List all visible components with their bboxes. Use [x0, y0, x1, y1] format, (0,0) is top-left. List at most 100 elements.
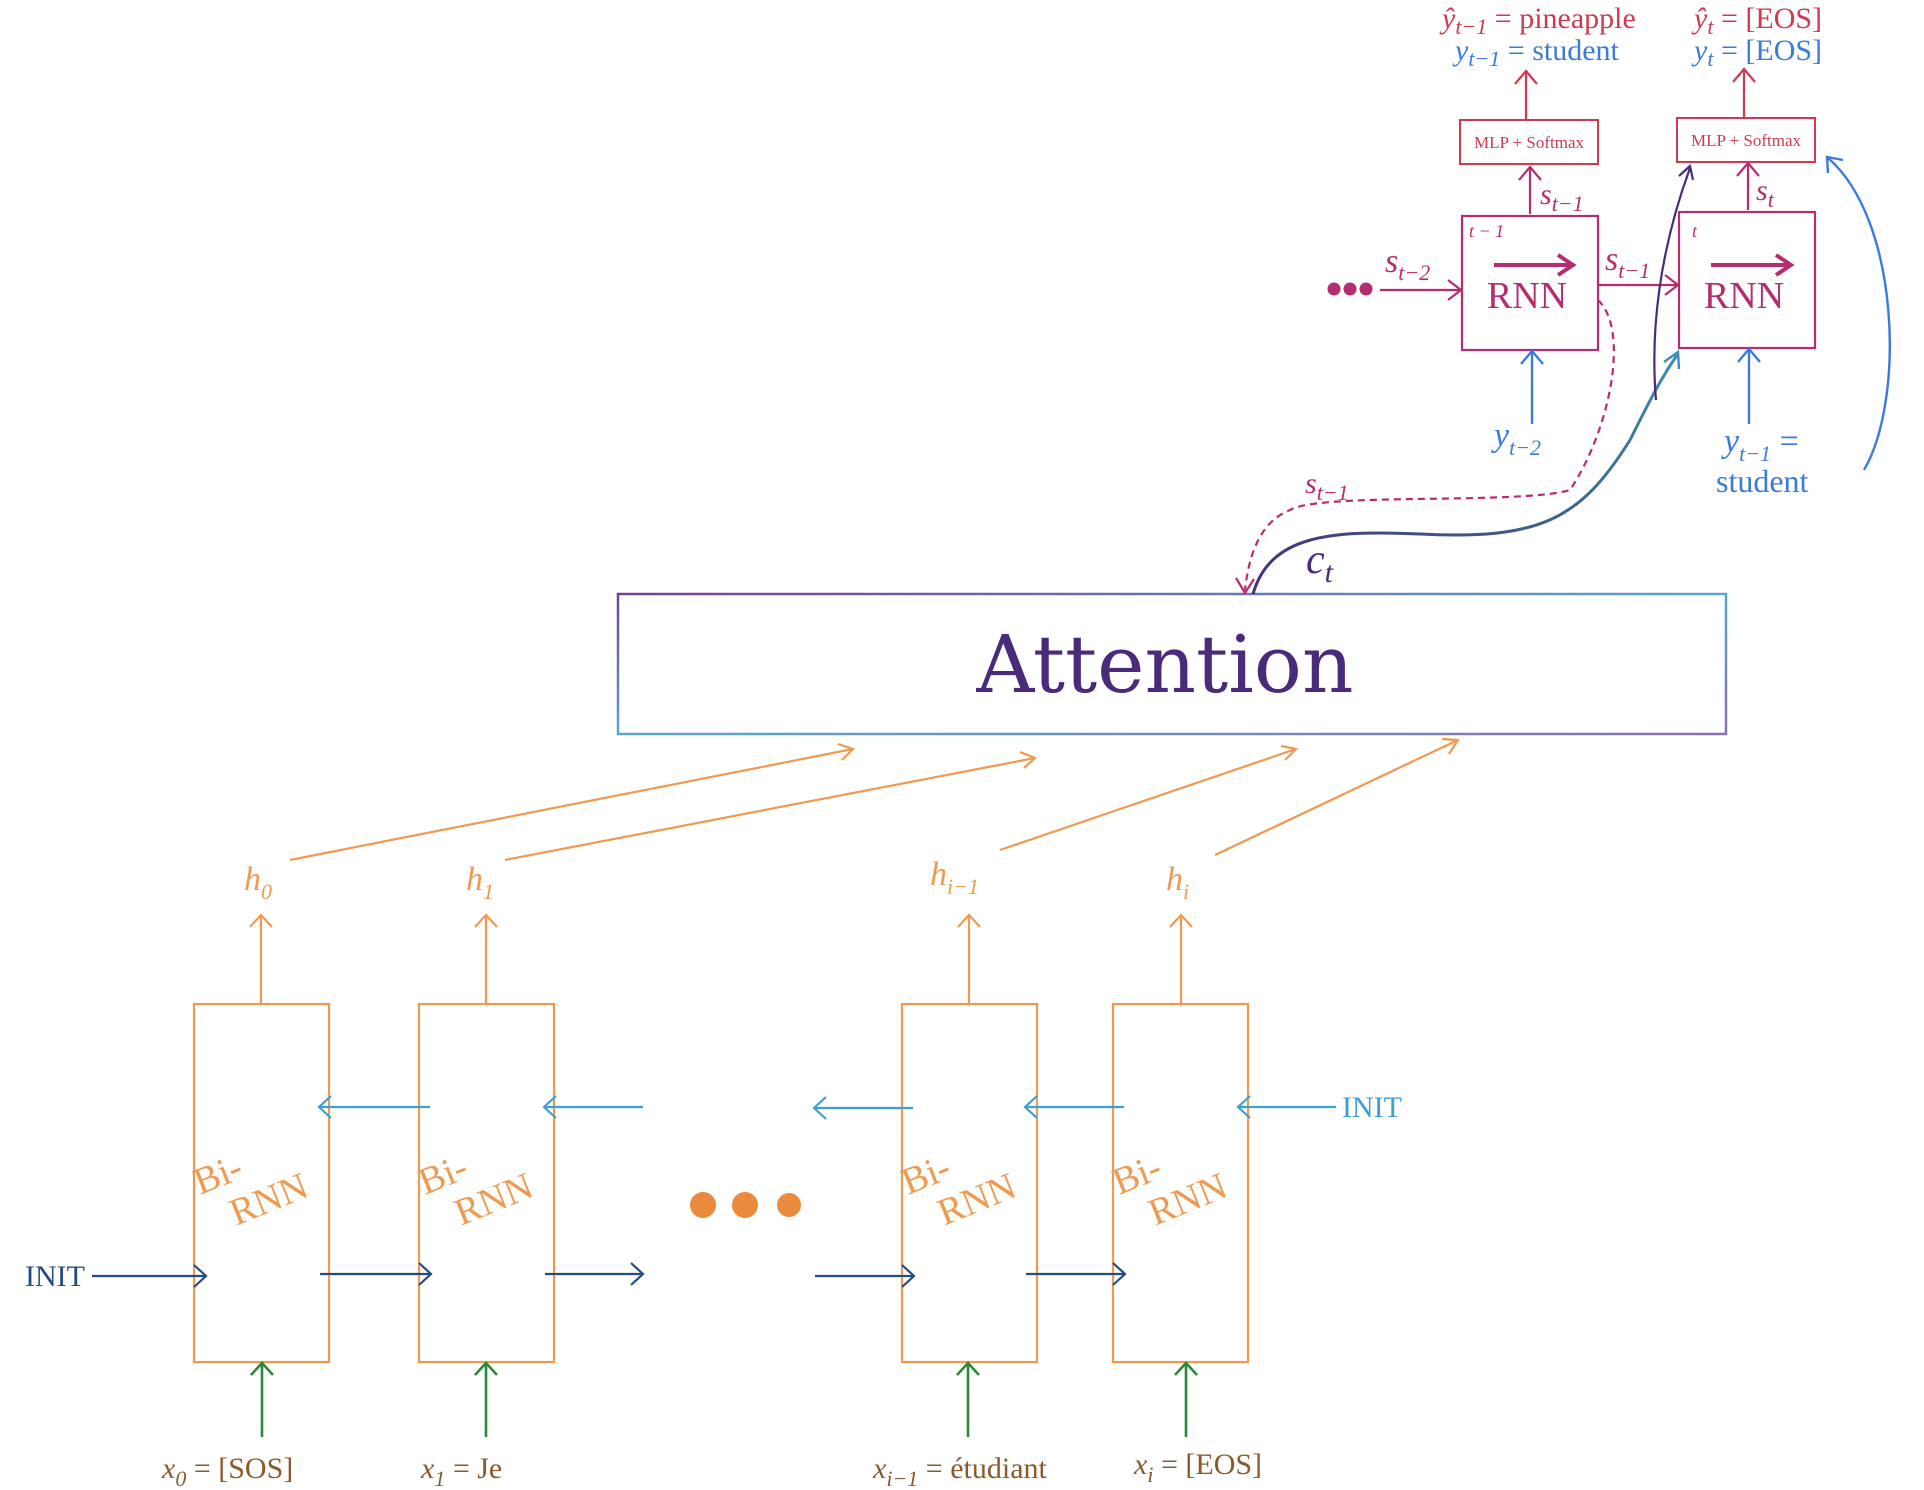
hidden-to-attention-arrows [289, 737, 1460, 862]
y-sub: t−2 [1509, 435, 1541, 460]
init-backward-label: INIT [1342, 1091, 1402, 1124]
y-prev-input-arrow [1737, 347, 1761, 424]
s-var: s [1605, 241, 1618, 278]
context-vector-curve [1251, 354, 1679, 595]
s-prev-to-attention-curve [1243, 299, 1615, 591]
x-value: = [SOS] [186, 1452, 293, 1485]
backward-arrow [812, 1096, 913, 1120]
forward-arrow [1026, 1262, 1127, 1286]
s-prev-to-attention-arrowhead [1235, 577, 1255, 596]
forward-arrows [92, 1262, 1127, 1288]
s-var: s [1385, 243, 1398, 280]
forward-arrow [320, 1262, 433, 1286]
s-var: s [1540, 178, 1552, 211]
h-var: h [930, 856, 947, 893]
y-hat-var: ŷ [1691, 2, 1708, 35]
svg-text:xi = [EOS]: xi = [EOS] [1133, 1448, 1262, 1487]
y-prev-input-value: student [1716, 463, 1809, 499]
attention-block: Attention [616, 592, 1728, 736]
decoder-rnn-boxes [1460, 210, 1817, 352]
h-var: h [244, 861, 261, 898]
y-sub: t−1 [1468, 46, 1500, 71]
y-sub: t [1707, 46, 1714, 71]
x-sub: 0 [175, 1466, 186, 1490]
x-var: x [872, 1452, 887, 1485]
y-hat-var: ŷ [1439, 2, 1456, 35]
y-var: y [1491, 417, 1510, 454]
rnn-direction-arrows [1494, 253, 1795, 277]
x-value: = [EOS] [1153, 1448, 1262, 1481]
context-vector-label: ct [1306, 537, 1334, 589]
s-sub: t−2 [1398, 260, 1430, 285]
x-var: x [1133, 1448, 1148, 1481]
s-var: s [1756, 174, 1768, 207]
y-prev-input-label: yt−1 = [1721, 423, 1799, 466]
input-labels: x0 = [SOS] x1 = Je xi−1 = étudiant xi = … [161, 1448, 1262, 1490]
s-prev-up-arrow [1518, 165, 1542, 214]
rnn-label-prev: RNN [1487, 275, 1567, 317]
mlp-softmax-box-prev [1459, 119, 1599, 165]
step-prev-label: t − 1 [1469, 221, 1504, 241]
output-arrows [1514, 67, 1756, 120]
y-sub: t−1 [1739, 441, 1771, 466]
init-forward-label: INIT [25, 1260, 85, 1293]
x-sub: 1 [434, 1466, 445, 1490]
bi-rnn-labels: Bi- RNN Bi- RNN Bi- RNN Bi- RNN [188, 1146, 1233, 1234]
y-var: y [1452, 34, 1469, 67]
mlp-softmax-box-curr [1676, 117, 1816, 163]
s-sub: t−1 [1317, 480, 1349, 505]
x-sub: i−1 [886, 1466, 918, 1490]
rnn-label-curr: RNN [1704, 275, 1784, 317]
s-sub: t−1 [1552, 191, 1584, 216]
backward-arrows [317, 1095, 1336, 1120]
decoder-ellipsis [1327, 282, 1373, 296]
context-to-mlp-arrowhead [1678, 163, 1695, 181]
svg-text:h0: h0 [244, 861, 272, 904]
y-value: = [1771, 423, 1799, 460]
s-sub: t [1768, 187, 1775, 212]
y-hat-value: = [EOS] [1713, 2, 1822, 35]
svg-text:x1 = Je: x1 = Je [420, 1452, 502, 1490]
s-prev2-label: st−2 [1385, 243, 1430, 285]
h-sub: i−1 [947, 874, 979, 899]
feedback-arrowhead [1825, 155, 1844, 174]
hidden-labels: h0 h1 hi−1 hi [244, 856, 1189, 904]
c-sub: t [1325, 556, 1334, 589]
decoder-rnn-cell-curr [1677, 210, 1817, 350]
x-var: x [161, 1452, 176, 1485]
y-prev2-arrow [1520, 349, 1544, 424]
svg-text:x0 = [SOS]: x0 = [SOS] [161, 1452, 293, 1490]
y-curr-label: yt = [EOS] [1691, 34, 1822, 71]
backward-arrow [1023, 1095, 1124, 1119]
s-sub: t−1 [1618, 258, 1650, 283]
hidden-up-arrows [249, 913, 1193, 1004]
s-prev-up-label: st−1 [1540, 178, 1584, 216]
s-curr-up-label: st [1756, 174, 1775, 212]
svg-text:hi: hi [1166, 861, 1189, 904]
h-sub: i [1183, 879, 1189, 904]
forward-arrow-init [92, 1264, 208, 1288]
s-var: s [1305, 467, 1317, 500]
h-sub: 0 [261, 879, 272, 904]
forward-arrow [545, 1262, 645, 1286]
y-prev2-label: yt−2 [1491, 417, 1541, 460]
y-hat-sub: t−1 [1455, 14, 1487, 39]
x-sub: i [1147, 1462, 1153, 1487]
x-value: = Je [445, 1452, 502, 1485]
svg-text:hi−1: hi−1 [930, 856, 979, 899]
h-sub: 1 [483, 879, 494, 904]
y-hat-curr-label: ŷt = [EOS] [1691, 2, 1822, 39]
s-prev-label: st−1 [1605, 241, 1650, 283]
c-var: c [1306, 537, 1325, 583]
h-var: h [466, 861, 483, 898]
input-arrows [250, 1361, 1198, 1437]
y-hat-sub: t [1707, 14, 1714, 39]
svg-text:h1: h1 [466, 861, 494, 904]
attention-box [616, 592, 1728, 736]
x-var: x [420, 1452, 435, 1485]
s-prev-arrow [1598, 274, 1680, 296]
y-var: y [1721, 423, 1740, 460]
s-prev-attention-label: st−1 [1305, 467, 1349, 505]
decoder-rnn-cell-prev [1460, 214, 1600, 352]
